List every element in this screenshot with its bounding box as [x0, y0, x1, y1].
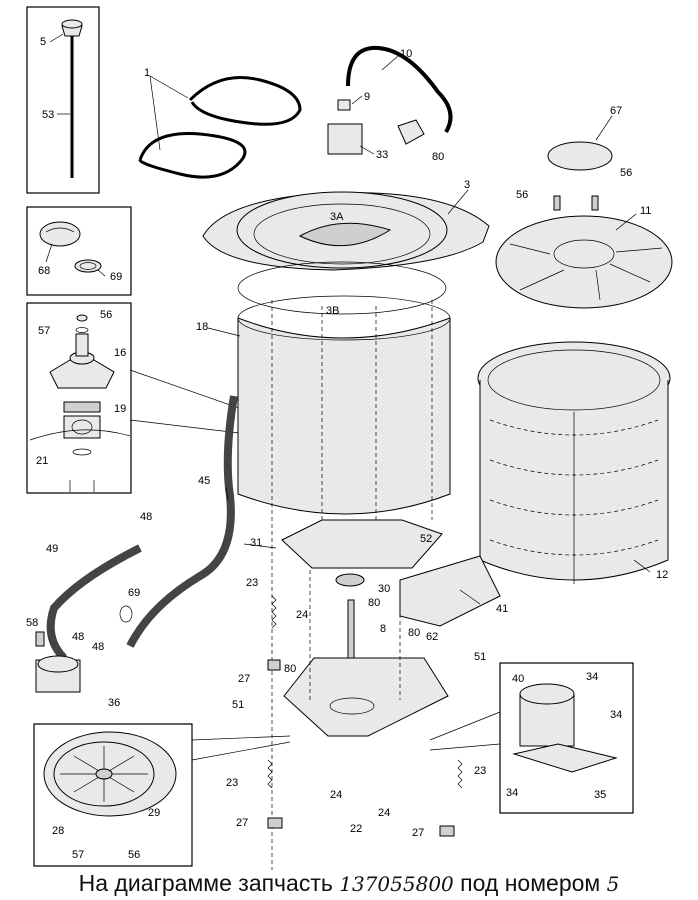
- label-80a: 80: [432, 151, 444, 163]
- label-11: 11: [640, 205, 651, 217]
- label-29: 29: [148, 807, 160, 819]
- label-34a: 34: [586, 671, 598, 683]
- leader-lines: [207, 55, 651, 605]
- caption-part-number: 137055800: [339, 872, 454, 896]
- label-8: 8: [380, 623, 386, 635]
- label-80c: 80: [408, 627, 420, 639]
- label-35: 35: [594, 789, 606, 801]
- outer-tub: [202, 191, 490, 870]
- label-23a: 23: [246, 577, 258, 589]
- label-18: 18: [196, 321, 208, 333]
- inlet-hoses: [138, 75, 302, 179]
- caption-prefix: На диаграмме запчасть: [78, 870, 340, 896]
- label-49: 49: [46, 543, 58, 555]
- label-80d: 80: [284, 663, 296, 675]
- balancer: [495, 141, 673, 309]
- label-3: 3: [464, 179, 470, 191]
- label-51a: 51: [474, 651, 486, 663]
- label-12: 12: [656, 569, 668, 581]
- inset-motor: [429, 662, 634, 814]
- drain-hose: [46, 395, 238, 661]
- label-24a: 24: [296, 609, 308, 621]
- label-48c: 48: [92, 641, 104, 653]
- label-30: 30: [378, 583, 390, 595]
- wash-basket: [477, 341, 671, 584]
- label-16: 16: [114, 347, 126, 359]
- inset-rod: [26, 6, 100, 194]
- label-48a: 48: [140, 511, 152, 523]
- label-22: 22: [350, 823, 362, 835]
- label-28: 28: [52, 825, 64, 837]
- label-56d: 56: [128, 849, 140, 861]
- label-3a: 3A: [330, 211, 344, 223]
- label-24c: 24: [378, 807, 390, 819]
- label-3b: 3B: [326, 305, 339, 317]
- label-27a: 27: [238, 673, 250, 685]
- label-10: 10: [400, 48, 412, 60]
- label-57b: 57: [72, 849, 84, 861]
- label-56c: 56: [100, 309, 112, 321]
- label-58: 58: [26, 617, 38, 629]
- label-9: 9: [364, 91, 370, 103]
- inset-clamp: [26, 206, 132, 296]
- exploded-parts-diagram: 5 53 1 9 10 33 80 67 56 56 11 3 3A 3B 68…: [26, 6, 673, 870]
- caption: На диаграмме запчасть 137055800 под номе…: [0, 868, 698, 900]
- label-45: 45: [198, 475, 210, 487]
- label-41: 41: [496, 603, 508, 615]
- label-51b: 51: [232, 699, 244, 711]
- label-68: 68: [38, 265, 50, 277]
- label-5: 5: [40, 36, 46, 48]
- label-52: 52: [420, 533, 432, 545]
- label-57a: 57: [38, 325, 50, 337]
- label-1: 1: [144, 67, 150, 79]
- label-33: 33: [376, 149, 388, 161]
- label-27b: 27: [236, 817, 248, 829]
- label-62: 62: [426, 631, 438, 643]
- label-69a: 69: [110, 271, 122, 283]
- caption-middle: под номером: [453, 870, 607, 896]
- label-53: 53: [42, 109, 54, 121]
- label-34c: 34: [506, 787, 518, 799]
- base-assembly: [281, 519, 501, 737]
- label-19: 19: [114, 403, 126, 415]
- caption-item-number: 5: [606, 872, 620, 896]
- label-56b: 56: [516, 189, 528, 201]
- label-56a: 56: [620, 167, 632, 179]
- label-36: 36: [108, 697, 120, 709]
- label-80b: 80: [368, 597, 380, 609]
- label-21: 21: [36, 455, 48, 467]
- part-labels: 5 53 1 9 10 33 80 67 56 56 11 3 3A 3B 68…: [26, 36, 668, 861]
- inset-pulley: [33, 723, 291, 867]
- suspension: [267, 595, 463, 837]
- label-23b: 23: [226, 777, 238, 789]
- fill-valve: [327, 45, 453, 155]
- label-27c: 27: [412, 827, 424, 839]
- label-31: 31: [250, 537, 262, 549]
- label-69b: 69: [128, 587, 140, 599]
- label-40: 40: [512, 673, 524, 685]
- label-48b: 48: [72, 631, 84, 643]
- drain-pump: [35, 605, 133, 693]
- label-34b: 34: [610, 709, 622, 721]
- label-23c: 23: [474, 765, 486, 777]
- label-67: 67: [610, 105, 622, 117]
- label-24b: 24: [330, 789, 342, 801]
